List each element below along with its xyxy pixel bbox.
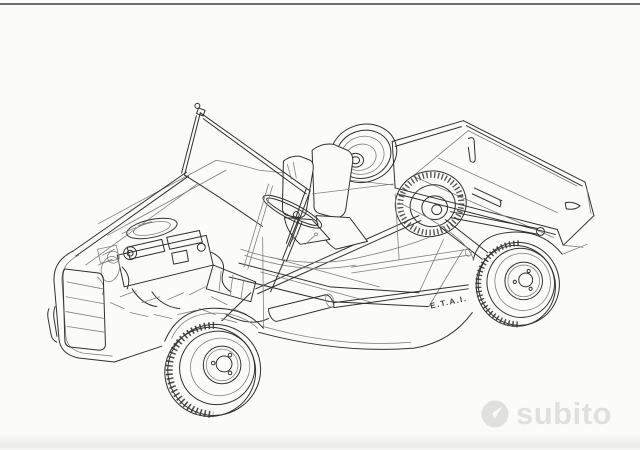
bed-hook [467,137,476,163]
front-grille [62,268,106,351]
windscreen-frame [181,102,394,270]
bed-tube [471,187,503,208]
mirror-knob [194,102,201,109]
rear-wheel [475,240,563,328]
frame-corner-fitting [196,107,206,117]
front-seats [281,143,368,250]
front-fender [164,307,265,342]
page-top-edge-line [0,3,640,5]
driver-seat-back [281,155,314,219]
cutaway-drawing: E.T.A.I. [47,102,595,420]
chassis-frame [228,236,473,350]
gearbox [205,264,257,303]
front-bumper [47,308,58,343]
engine [97,217,257,327]
front-end [47,250,163,363]
tailpipe [333,284,469,309]
photo-background-strip [0,0,640,3]
passenger-seat-back [311,143,354,219]
latch [564,201,581,210]
rear-body-side [394,193,588,261]
steering-column [281,219,303,262]
pulley [123,246,138,261]
cargo-bed [391,120,595,248]
muffler [268,294,335,322]
tailgate [556,181,595,246]
steering-wheel [262,194,323,293]
paper: E.T.A.I. subito [0,5,640,450]
headlight [106,250,120,264]
front-wheel [164,236,265,420]
rear-axle [255,170,545,295]
air-cleaner [126,217,178,240]
